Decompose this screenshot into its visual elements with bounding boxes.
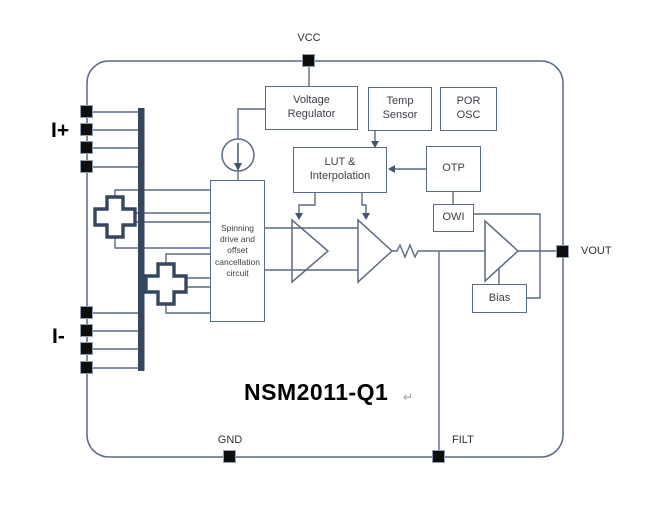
wire-group [93,67,556,451]
i-plus-pin-4 [80,160,93,173]
vcc-pin [302,54,315,67]
voltage-regulator-block: Voltage Regulator [265,86,358,130]
temp-sensor-label: Temp Sensor [382,95,418,121]
otp-block: OTP [426,146,481,192]
hall-element-top [93,195,137,239]
spinning-drive-block: Spinning drive and offset cancellation c… [210,180,265,322]
i-minus-pin-2 [80,324,93,337]
current-source [221,138,255,172]
otp-label: OTP [442,162,465,175]
return-mark: ↵ [403,390,414,404]
lut-interpolation-label: LUT & Interpolation [309,156,371,182]
i-plus-pin-3 [80,141,93,154]
voltage-regulator-label: Voltage Regulator [287,94,336,120]
bias-label: Bias [488,291,511,304]
i-plus-pin-2 [80,123,93,136]
i-minus-pin-4 [80,361,93,374]
hall-element-bottom [144,262,188,306]
temp-sensor-block: Temp Sensor [368,87,432,131]
bias-block: Bias [472,284,527,313]
resistor [392,243,485,259]
vout-pin [556,245,569,258]
i-plus-pin-1 [80,105,93,118]
vcc-label: VCC [297,32,321,44]
chip-outline [86,60,564,458]
part-number-title: NSM2011-Q1 [244,379,389,405]
owi-label: OWI [442,211,465,224]
current-conductor-bar [138,108,145,371]
i-plus-label: I+ [51,119,70,142]
i-minus-pin-1 [80,306,93,319]
vout-label: VOUT [581,245,612,257]
gnd-pin [223,450,236,463]
i-minus-label: I- [52,325,65,348]
amplifier-2 [357,218,394,284]
lut-interpolation-block: LUT & Interpolation [293,147,387,193]
i-minus-pin-3 [80,342,93,355]
owi-block: OWI [433,204,474,232]
gnd-label: GND [217,434,243,446]
amplifier-1 [291,218,330,284]
por-osc-block: POR OSC [440,87,497,131]
filt-pin [432,450,445,463]
arrowheads [295,141,395,220]
spinning-drive-label: Spinning drive and offset cancellation c… [215,223,260,278]
output-buffer-amplifier [484,219,520,283]
filt-label: FILT [452,434,474,446]
por-osc-label: POR OSC [456,95,481,121]
